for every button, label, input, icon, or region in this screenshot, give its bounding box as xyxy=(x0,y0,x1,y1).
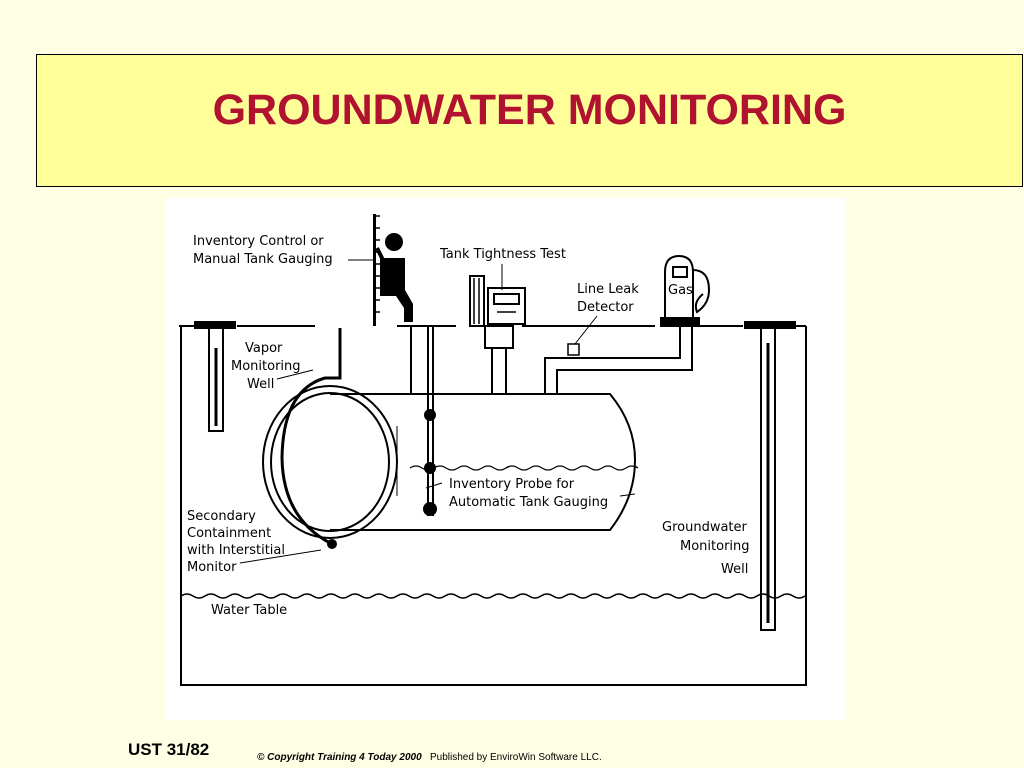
water-table-line xyxy=(180,593,806,599)
footer-copyright: © Copyright Training 4 Today 2000 Publis… xyxy=(257,752,602,763)
label-inventory-control: Inventory Control or xyxy=(193,234,324,249)
leader-lines xyxy=(239,259,636,564)
publisher-text: Published by EnviroWin Software LLC. xyxy=(429,752,602,763)
gas-dispenser xyxy=(660,254,711,327)
product-lines xyxy=(544,326,693,394)
label-inventory-probe: Inventory Probe for xyxy=(449,477,575,492)
gauging-person xyxy=(373,214,413,326)
label-groundwater: Groundwater xyxy=(662,520,748,535)
label-vapor: Vapor xyxy=(245,341,283,356)
label-auto-gauging: Automatic Tank Gauging xyxy=(449,495,608,510)
tightness-test-pipe xyxy=(410,325,514,394)
label-water-table: Water Table xyxy=(211,603,287,618)
label-gw-well: Well xyxy=(721,562,748,577)
label-secondary: Secondary xyxy=(187,509,256,524)
interstitial-monitor xyxy=(280,328,342,549)
label-interstitial: with Interstitial xyxy=(187,543,285,558)
vapor-well xyxy=(194,321,236,432)
label-vapor-well: Well xyxy=(247,377,274,392)
ground-outline xyxy=(180,326,807,686)
slide-title: GROUNDWATER MONITORING xyxy=(212,86,847,134)
tank-liquid-level xyxy=(409,465,639,471)
label-manual-gauging: Manual Tank Gauging xyxy=(193,252,333,267)
storage-tank xyxy=(262,385,639,539)
label-tank-tightness: Tank Tightness Test xyxy=(439,247,566,262)
label-line-leak: Line Leak xyxy=(577,282,639,297)
groundwater-well xyxy=(744,321,796,631)
slide-number: UST 31/82 xyxy=(128,740,210,759)
label-gas: Gas xyxy=(668,283,693,298)
ust-diagram: Inventory Control or Manual Tank Gauging… xyxy=(165,198,845,720)
label-detector: Detector xyxy=(577,300,634,315)
label-vapor-monitoring: Monitoring xyxy=(231,359,301,374)
tightness-test-equipment xyxy=(469,275,526,327)
label-containment: Containment xyxy=(187,526,271,541)
diagram-svg: Inventory Control or Manual Tank Gauging… xyxy=(179,214,807,686)
inventory-probe xyxy=(423,326,437,516)
title-banner: GROUNDWATER MONITORING xyxy=(36,54,1023,187)
label-gw-monitoring: Monitoring xyxy=(680,539,750,554)
copyright-text: © Copyright Training 4 Today 2000 xyxy=(257,752,422,763)
label-monitor: Monitor xyxy=(187,560,237,575)
